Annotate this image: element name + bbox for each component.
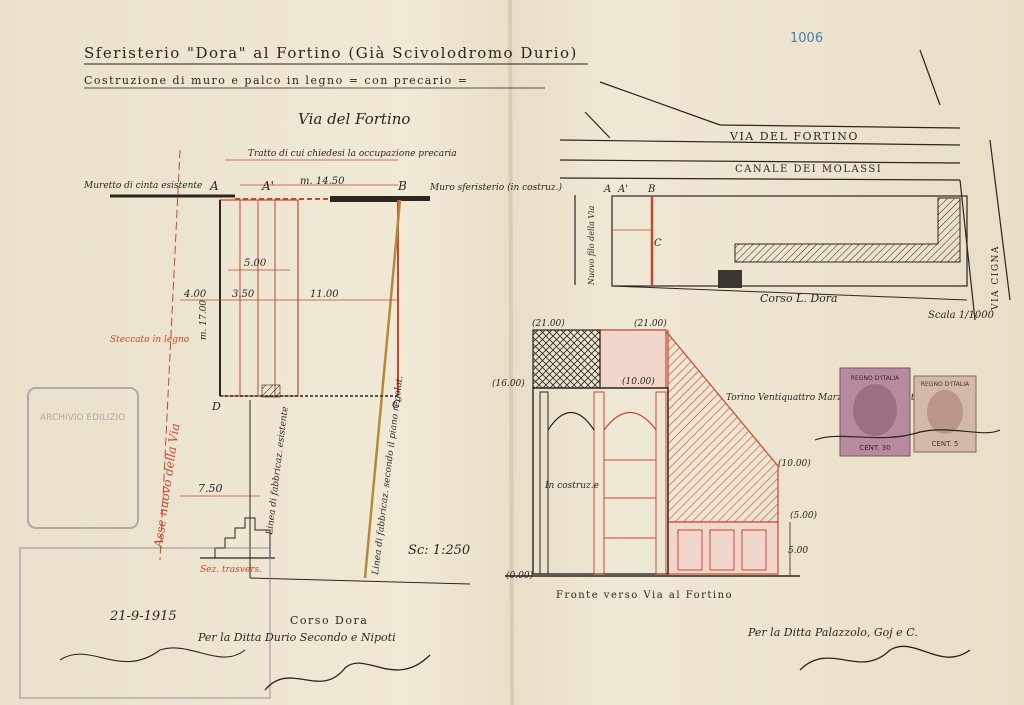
map-label-a: A xyxy=(603,184,611,195)
revenue-stamp-30: REGNO D'ITALIA CENT. 30 xyxy=(839,367,911,457)
elev-h10-right: (10.00) xyxy=(778,458,811,469)
elev-h21-left: (21.00) xyxy=(532,318,565,329)
archive-number: 1006 xyxy=(790,31,823,46)
map-scale-label: Scala 1/1000 xyxy=(928,310,995,321)
plan-label-a: A xyxy=(209,179,219,193)
plan-existing-line-label: Linea di fabbricaz. esistente xyxy=(265,406,291,536)
stamp2-value: CENT. 5 xyxy=(932,440,959,448)
plan-dim-400: 4.00 xyxy=(183,289,207,300)
elev-h21-right: (21.00) xyxy=(634,318,667,329)
map-label-b: B xyxy=(647,184,655,195)
map-corso-dora: Corso L. Dora xyxy=(760,292,838,305)
signature-left-line: Per la Ditta Durio Secondo e Nipoti xyxy=(197,631,396,644)
plan-label-a1: A' xyxy=(261,179,274,193)
plan-dim-1700: m. 17.00 xyxy=(199,300,209,340)
stamp1-value: CENT. 30 xyxy=(859,444,890,452)
plan-building-line-label: Linea di fabbricaz. secondo il piano reg… xyxy=(371,375,405,576)
signature-right-line: Per la Ditta Palazzolo, Goj e C. xyxy=(747,626,918,639)
plan-dim-total: m. 14.50 xyxy=(300,176,345,187)
plan-label-c: C xyxy=(392,398,401,411)
map-new-line-label: Nuovo filo della Via xyxy=(587,205,596,286)
elevation-caption: Fronte verso Via al Fortino xyxy=(556,590,733,601)
elev-under-construction: In costruz.e xyxy=(544,481,599,491)
map-via-cigna: VIA CIGNA xyxy=(991,245,1001,311)
plan-dim-350: 3.50 xyxy=(232,289,255,300)
plan-section-label: Sez. trasvers. xyxy=(200,565,262,575)
signature-right-scribble xyxy=(799,645,971,671)
elev-dim5: 5.00 xyxy=(788,546,808,556)
revenue-stamp-5: REGNO D'ITALIA CENT. 5 xyxy=(913,375,977,453)
plan-request-label: Tratto di cui chiedesi la occupazione pr… xyxy=(248,149,457,159)
stamp1-top: REGNO D'ITALIA xyxy=(851,375,900,382)
map-label-c: C xyxy=(654,238,662,249)
map-label-a1: A' xyxy=(617,184,628,195)
document-subtitle: Costruzione di muro e palco in legno = c… xyxy=(84,74,468,87)
section-scale-label: Sc: 1:250 xyxy=(408,543,470,558)
plan-label-d: D xyxy=(211,400,221,413)
street-label-top: Via del Fortino xyxy=(298,110,410,128)
plan-dim-750: 7.50 xyxy=(198,482,223,495)
plan-dim-5: 5.00 xyxy=(244,258,267,269)
plan-dim-1100: 11.00 xyxy=(310,289,339,300)
signature-left-scribble xyxy=(264,654,431,691)
elev-h5: (5.00) xyxy=(790,510,818,521)
map-canale: CANALE DEI MOLASSI xyxy=(735,164,882,175)
map-via-fortino: VIA DEL FORTINO xyxy=(729,130,859,143)
paper-fold xyxy=(508,0,514,705)
signature-date: 21-9-1915 xyxy=(109,609,177,624)
elev-h16: (16.00) xyxy=(492,378,525,389)
elev-h0: (0.00) xyxy=(506,570,534,581)
signature-left-title: Corso Dora xyxy=(290,614,368,627)
plan-new-wall-label: Muro sferisterio (in costruz.) xyxy=(429,182,563,193)
signature-far-left-scribble xyxy=(59,647,246,663)
front-elevation xyxy=(505,329,800,577)
archive-stamp-text: ARCHIVIO EDILIZIO xyxy=(40,413,125,423)
site-plan xyxy=(110,149,471,585)
archive-stamp: ARCHIVIO EDILIZIO xyxy=(19,387,271,699)
plan-label-b: B xyxy=(397,179,407,193)
location-map xyxy=(559,49,1011,321)
document-title: Sferisterio "Dora" al Fortino (Già Scivo… xyxy=(84,44,578,62)
plan-axis-label: Asse nuovo della Via xyxy=(151,422,182,549)
elev-h10-left: (10.00) xyxy=(622,376,655,387)
plan-fence-label: Steccato in legno xyxy=(110,335,190,345)
stamp-cancellation-signature xyxy=(814,429,1001,441)
stamp2-top: REGNO D'ITALIA xyxy=(921,381,970,388)
plan-existing-wall-label: Muretto di cinta esistente xyxy=(83,181,202,191)
